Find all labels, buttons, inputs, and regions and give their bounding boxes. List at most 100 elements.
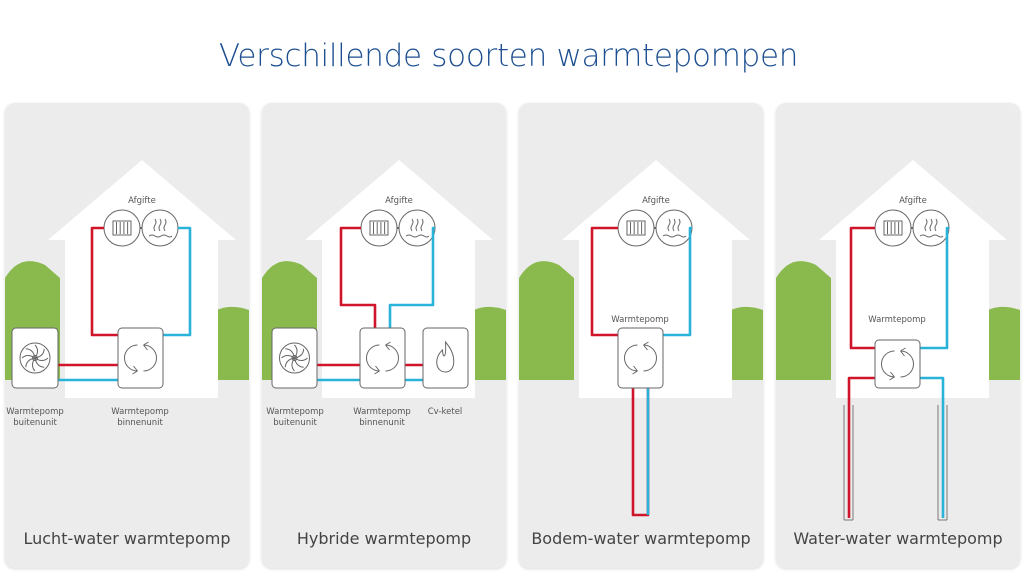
unit-box <box>617 327 664 389</box>
radiator-icon <box>617 209 655 247</box>
house <box>48 160 236 398</box>
cycle-unit <box>617 327 664 389</box>
floor-heating-icon <box>398 209 436 247</box>
flame-icon <box>436 340 455 373</box>
label: Cv-ketel <box>428 407 463 417</box>
fan-ring <box>19 342 51 374</box>
fan-icon <box>19 342 51 374</box>
cycle-unit <box>117 327 164 389</box>
cycle-unit <box>874 339 921 389</box>
floor-heating-icon <box>912 209 950 247</box>
radiator-body <box>883 220 903 236</box>
label: buitenunit <box>13 418 57 428</box>
unit-label: Warmtepomp <box>611 315 669 325</box>
fan-blade <box>31 357 36 372</box>
diagram-hybride: AfgifteWarmtepompbuitenunitWarmtepompbin… <box>262 160 506 428</box>
label: Warmtepomp <box>266 407 324 417</box>
cycle-arrows <box>366 341 399 375</box>
fan-blade <box>34 357 49 362</box>
caption: Bodem-water warmtepomp <box>531 529 751 548</box>
label: buitenunit <box>273 418 317 428</box>
fan-hub <box>32 355 38 361</box>
floor-wave <box>662 234 687 238</box>
radiator-circle <box>360 209 398 247</box>
heat-wave <box>934 218 938 232</box>
fan-blade <box>25 357 36 368</box>
return-pipe <box>163 226 192 337</box>
fan-blade <box>291 357 295 372</box>
return-pipe <box>388 226 435 328</box>
cycle-arrows-icon <box>881 347 914 381</box>
house <box>819 160 1007 398</box>
fan-unit <box>11 327 59 389</box>
cycle-arrows-icon <box>366 341 399 375</box>
unit-box <box>117 327 164 389</box>
floor-heating-icon <box>655 209 693 247</box>
fan-blade <box>284 357 295 368</box>
cycle-arrows-icon <box>124 341 157 375</box>
return-pipe <box>920 226 949 350</box>
heat-wave <box>672 218 676 232</box>
floor-heating-circle <box>398 209 436 247</box>
label: Warmtepomp <box>111 407 169 417</box>
caption: Lucht-water warmtepomp <box>23 529 231 548</box>
caption: Water-water warmtepomp <box>793 529 1003 548</box>
cycle-unit <box>359 327 406 389</box>
floor-heating-icon <box>141 209 179 247</box>
afgifte-label: Afgifte <box>642 196 670 206</box>
floor-heating-circle <box>912 209 950 247</box>
floor-wave <box>405 234 430 238</box>
unit-box <box>359 327 406 389</box>
supply-pipe <box>339 226 377 328</box>
return-well-pipe <box>920 376 945 518</box>
supply-pipe <box>590 226 618 337</box>
fan-blade <box>34 348 45 359</box>
hill-left <box>519 261 574 380</box>
source-well-pipe <box>847 376 875 518</box>
fan-blade <box>21 354 36 359</box>
cycle-arrows <box>881 347 914 381</box>
afgifte-label: Afgifte <box>128 196 156 206</box>
heat-wave <box>163 218 167 232</box>
fan-blade <box>294 357 304 368</box>
heat-wave <box>153 218 157 232</box>
hill-left <box>776 261 831 380</box>
house <box>562 160 750 398</box>
afgifte-label: Afgifte <box>899 196 927 206</box>
heat-wave <box>420 218 424 232</box>
label: binnenunit <box>117 418 163 428</box>
cycle-arrows <box>624 341 657 375</box>
supply-pipe <box>90 226 118 337</box>
unit-label: Warmtepomp <box>868 315 926 325</box>
floor-wave <box>148 234 173 238</box>
fan-blade <box>25 348 36 359</box>
radiator-circle <box>617 209 655 247</box>
radiator-icon <box>360 209 398 247</box>
return-pipe <box>663 226 692 337</box>
radiator-icon <box>103 209 141 247</box>
afgifte-label: Afgifte <box>385 196 413 206</box>
heat-wave <box>924 218 928 232</box>
fan-blade <box>294 348 305 359</box>
label: binnenunit <box>359 418 405 428</box>
radiator-circle <box>874 209 912 247</box>
fan-ring <box>279 342 310 374</box>
fan-blade <box>34 357 45 368</box>
fan-blade <box>281 354 295 359</box>
supply-pipe <box>849 226 875 350</box>
heat-wave <box>415 218 419 232</box>
fan-blade <box>294 344 298 359</box>
heat-wave <box>410 218 414 232</box>
floor-heating-circle <box>141 209 179 247</box>
cycle-arrows <box>124 341 157 375</box>
cycle-arrows-icon <box>624 341 657 375</box>
unit-box <box>422 327 469 389</box>
heat-wave <box>677 218 681 232</box>
diagram-lucht-water: AfgifteWarmtepompbuitenunitWarmtepompbin… <box>5 160 249 428</box>
fan-icon <box>279 342 310 374</box>
floor-wave <box>919 234 944 238</box>
